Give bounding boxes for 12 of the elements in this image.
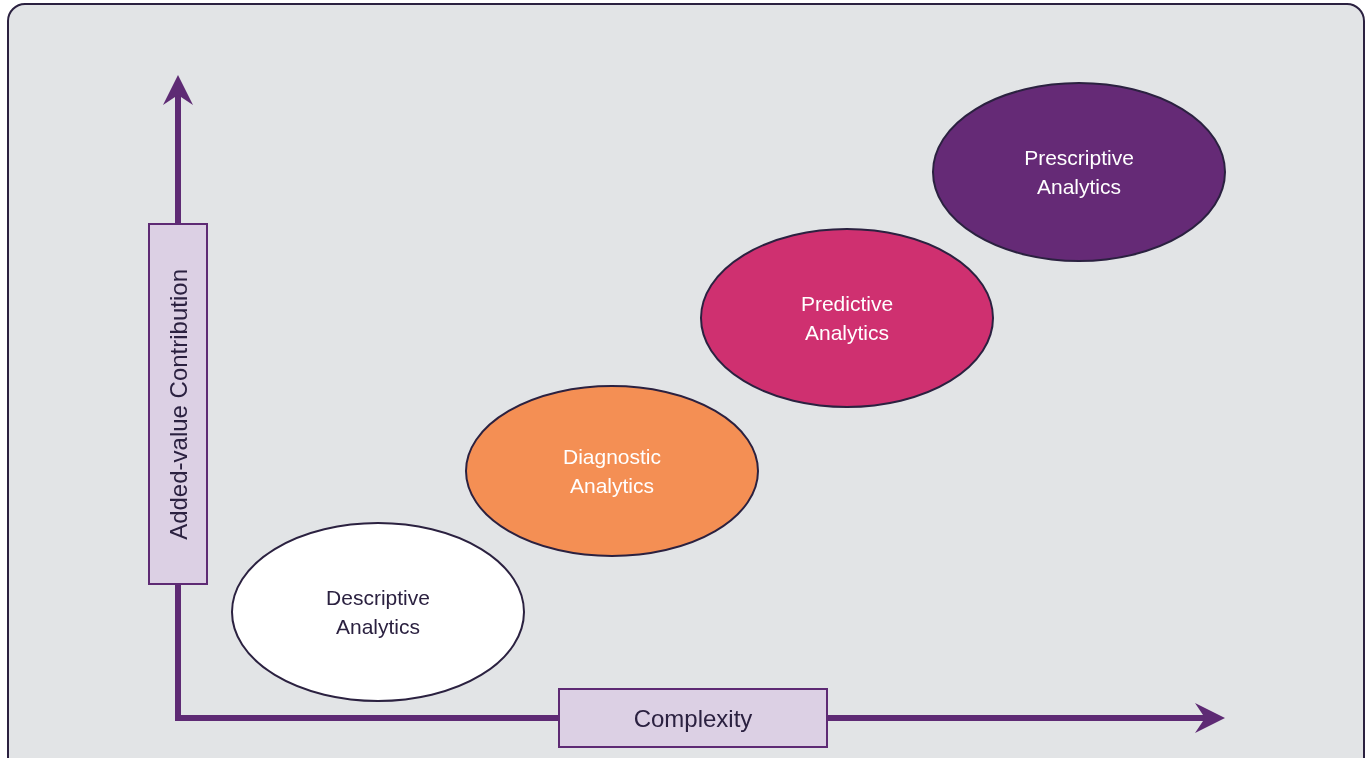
axis-title: Complexity [633,703,753,733]
axis-label-box [558,688,828,748]
ellipse-label: Diagnostic Analytics [561,444,663,499]
analytics-ellipse [700,228,994,408]
ellipse-label: Prescriptive Analytics [1023,145,1135,200]
axis-title: Added-value Contribution [163,268,193,540]
analytics-ellipse [231,522,525,702]
analytics-ellipse [465,385,759,557]
ellipse-label: Descriptive Analytics [325,585,431,640]
analytics-ellipse [932,82,1226,262]
axis-label-box [148,223,208,585]
ellipse-label: Predictive Analytics [799,291,895,346]
